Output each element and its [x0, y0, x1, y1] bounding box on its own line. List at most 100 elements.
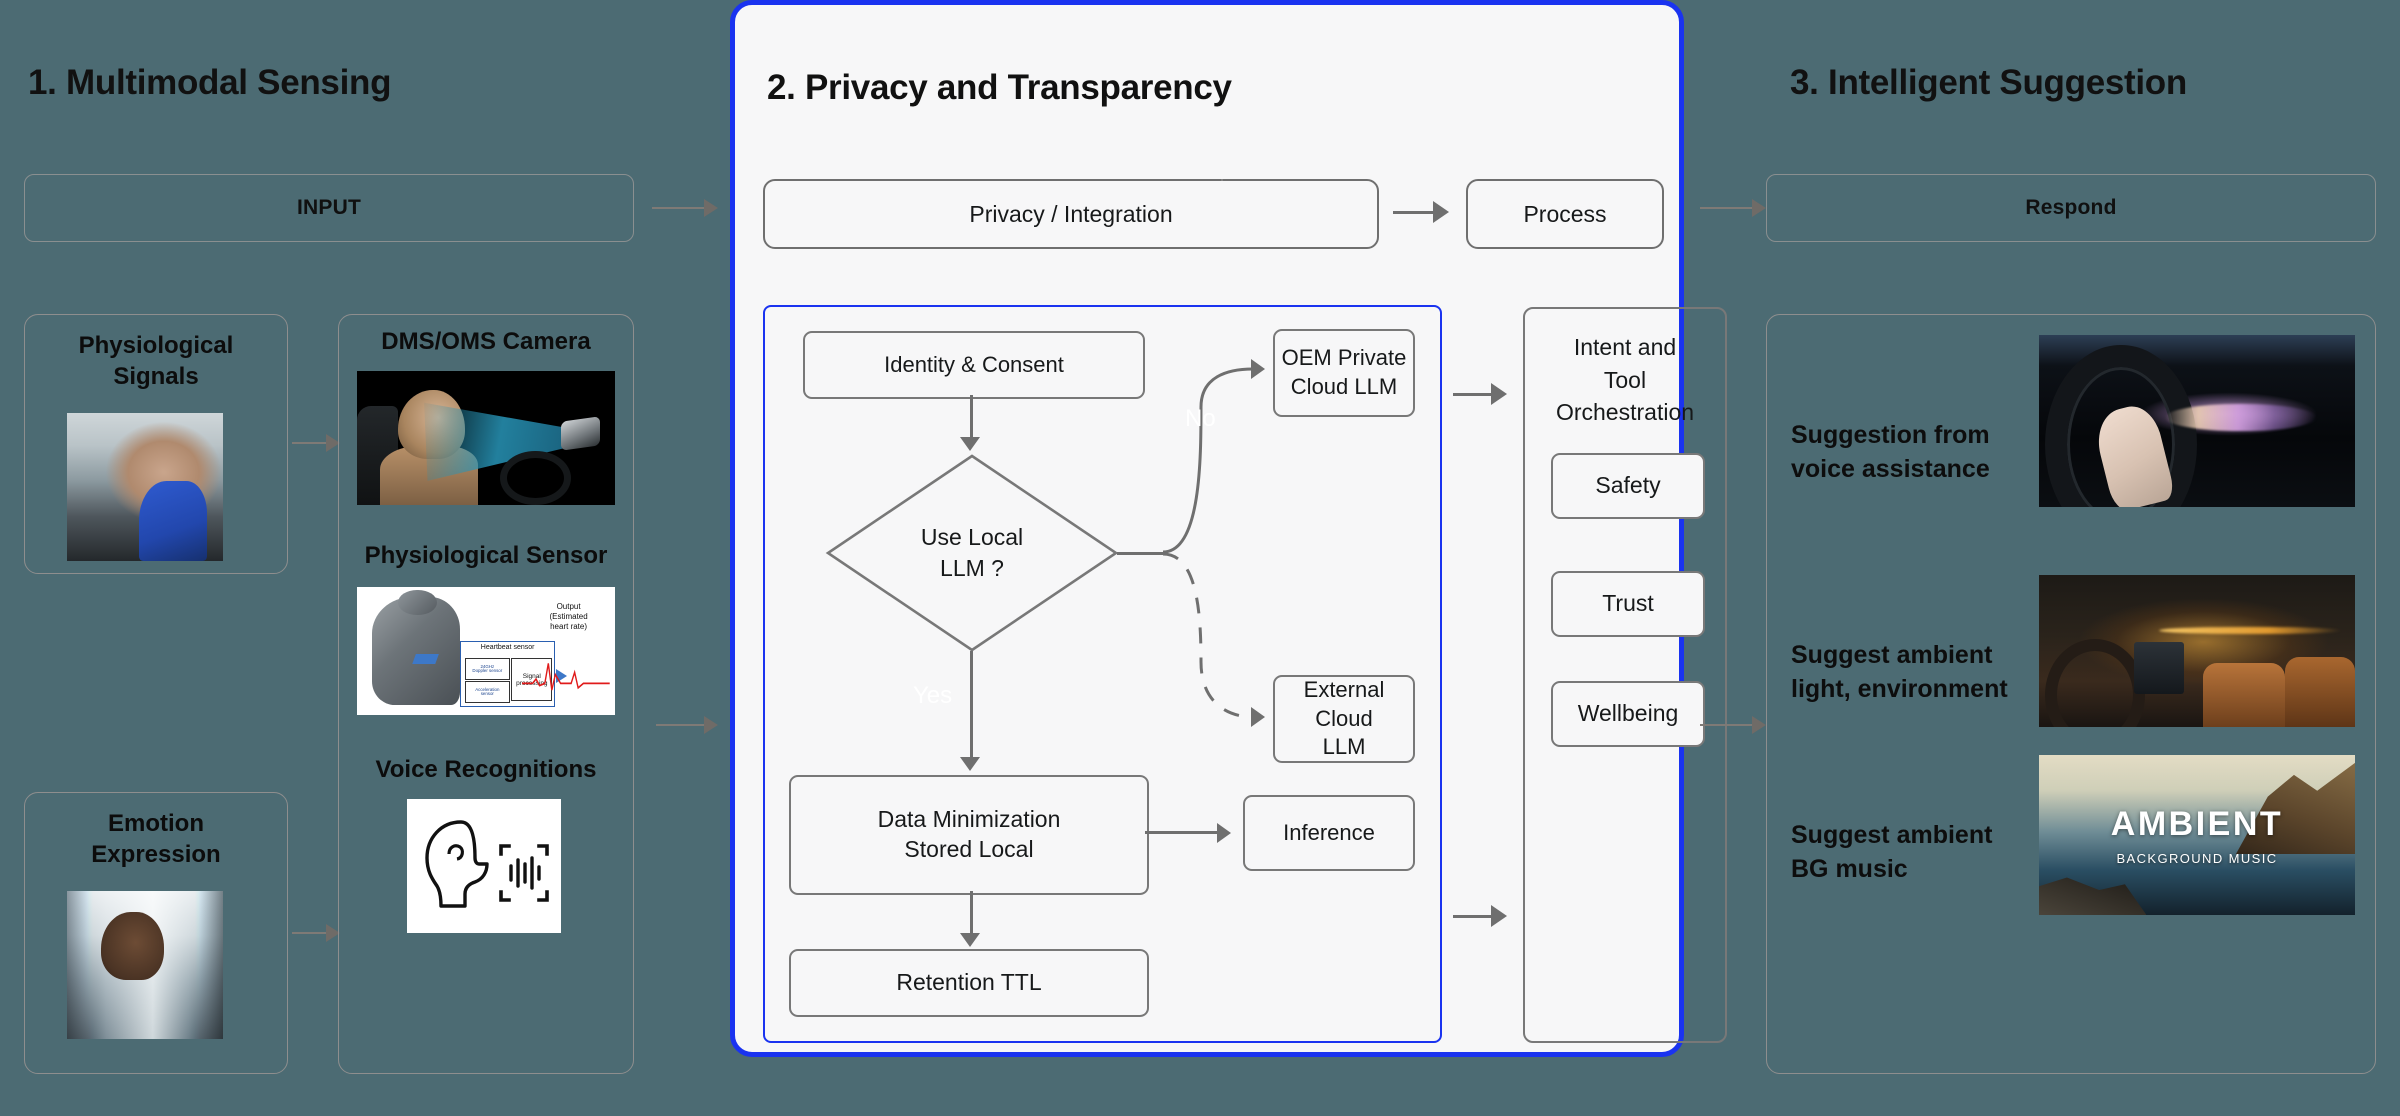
seat-headrest [398, 589, 437, 616]
arrow-privacy-to-process [1393, 201, 1449, 223]
dms-camera-module [560, 416, 600, 452]
arrow-datamin-to-retention-head [960, 933, 980, 947]
orchestration-title: Intent and Tool Orchestration [1555, 334, 1695, 426]
arrow-head [326, 924, 340, 942]
arrow-shaft [1453, 392, 1491, 396]
arrow-shaft [1700, 206, 1752, 210]
arrow-head [1752, 716, 1766, 734]
voice-recognition-icon [407, 799, 561, 933]
arrow-shaft [1453, 914, 1491, 918]
music-overlay-title: AMBIENT [2110, 804, 2284, 843]
branch-no-label: No [1185, 405, 1216, 432]
arrow-shaft [1700, 723, 1752, 727]
voice-assistant-hud-photo [2039, 335, 2355, 507]
branch-no-stub [1117, 552, 1163, 555]
heartbeat-sensor-label: Heartbeat sensor [480, 643, 535, 651]
steering-wheel-shape [2045, 638, 2146, 727]
arrow-head [1752, 199, 1766, 217]
panel-privacy-transparency: 2. Privacy and Transparency Privacy / In… [730, 0, 1727, 1057]
suggestion-text-voice-assistance: Suggestion from voice assistance [1791, 421, 1990, 483]
flow-box-oem-private-cloud-llm: OEM Private Cloud LLM [1273, 329, 1415, 417]
arrow-shaft [292, 441, 326, 445]
car-ambient-light-photo [2039, 575, 2355, 727]
process-label: Process [1523, 200, 1607, 227]
signal-output-arrow [555, 668, 567, 683]
arrow-datamin-to-inference-head [1217, 823, 1231, 843]
flow-box-inference: Inference [1243, 795, 1415, 871]
orchestration-item-wellbeing: Wellbeing [1551, 681, 1705, 747]
flow-box-external-cloud-llm: External Cloud LLM [1273, 675, 1415, 763]
input-band: INPUT [24, 174, 634, 242]
acceleration-sensor-box: Acceleration sensor [464, 681, 510, 704]
sensor-title-physiological-sensor: Physiological Sensor [364, 542, 608, 569]
arrow-head [1491, 905, 1507, 927]
flow-decision-use-local-llm: Use Local LLM ? [825, 453, 1119, 653]
section-title-intelligent-suggestion: 3. Intelligent Suggestion [1790, 63, 2187, 102]
spacer [1221, 179, 1223, 181]
arrow-flow-to-orchestration-top [1453, 383, 1507, 405]
orchestration-item-safety: Safety [1551, 453, 1705, 519]
card-title-emotion-expression: Emotion Expression [91, 810, 221, 868]
arrow-head [704, 716, 718, 734]
privacy-integration-label: Privacy / Integration [969, 200, 1173, 227]
seat-diagram: Heartbeat sensor 24GHz Doppler sensor Ac… [357, 587, 615, 715]
arrow-emotion-to-sensors [292, 918, 340, 948]
privacy-flow-container: Identity & Consent Use Local LLM ? No [763, 305, 1442, 1043]
driver-gesturing-photo [67, 413, 223, 561]
arrow-head [1433, 201, 1449, 223]
respond-band-label: Respond [2025, 196, 2117, 219]
arrow-physio-to-sensors [292, 428, 340, 458]
doppler-sensor-box: 24GHz Doppler sensor [464, 658, 510, 681]
flow-box-retention-ttl: Retention TTL [789, 949, 1149, 1017]
shoreline-shape [2039, 877, 2147, 915]
arrow-orchestration-to-suggestions [1700, 710, 1766, 740]
card-sensor-stack: DMS/OMS Camera Physiological Sensor Hear… [338, 314, 634, 1074]
branch-yes-shaft [970, 651, 973, 759]
privacy-integration-band: Privacy / Integration [763, 179, 1379, 249]
arrow-identity-to-decision-head [960, 437, 980, 451]
sensor-title-voice-recognitions: Voice Recognitions [375, 756, 597, 783]
flow-box-data-minimization: Data Minimization Stored Local [789, 775, 1149, 895]
arrow-head [326, 434, 340, 452]
respond-band: Respond [1766, 174, 2376, 242]
branch-no-curve [1162, 367, 1254, 554]
sensor-tab [411, 653, 439, 664]
tired-driver-photo [67, 891, 223, 1039]
card-title-physiological-signals: Physiological Signals [78, 332, 234, 390]
dms-steering-wheel [500, 450, 572, 505]
branch-yes-label: Yes [913, 682, 953, 709]
music-overlay-subtitle: BACKGROUND MUSIC [2116, 850, 2278, 866]
arrow-head [1491, 383, 1507, 405]
head-soundwave-icon [425, 820, 549, 908]
branch-external-arrowhead [1251, 707, 1265, 727]
arrow-sensors-to-privacy [656, 710, 718, 740]
front-seat-shape [2203, 663, 2286, 727]
section-title-multimodal-sensing: 1. Multimodal Sensing [28, 63, 392, 102]
card-physiological-signals: Physiological Signals [24, 314, 288, 574]
card-emotion-expression: Emotion Expression [24, 792, 288, 1074]
arrow-identity-to-decision-shaft [970, 395, 973, 439]
arrow-head [704, 199, 718, 217]
suggestion-text-bg-music: Suggest ambient BG music [1791, 821, 1993, 883]
arrow-datamin-to-retention-shaft [970, 891, 973, 935]
arrow-shaft [656, 723, 704, 727]
arrow-process-to-respond [1700, 193, 1766, 223]
dms-camera-photo [357, 371, 615, 505]
arrow-shaft [1393, 210, 1433, 214]
passenger-seat-shape [2285, 657, 2355, 727]
branch-yes-arrowhead [960, 757, 980, 771]
arrow-shaft [652, 206, 704, 210]
voice-icon-art [407, 799, 561, 933]
voice-waveform-shape [2165, 403, 2318, 432]
ambient-music-cover-photo: AMBIENT BACKGROUND MUSIC [2039, 755, 2355, 915]
sensor-title-dms-camera: DMS/OMS Camera [381, 328, 591, 355]
output-label: Output (Estimated heart rate) [549, 602, 588, 632]
orchestration-item-trust: Trust [1551, 571, 1705, 637]
suggestion-text-ambient-light: Suggest ambient light, environment [1791, 641, 2008, 703]
orchestration-panel: Intent and Tool Orchestration Safety Tru… [1523, 307, 1727, 1043]
branch-no-arrowhead [1251, 359, 1265, 379]
ambient-light-strip [2159, 626, 2343, 635]
ecg-waveform-icon [522, 662, 610, 690]
card-suggestions: Suggestion from voice assistance Suggest… [1766, 314, 2376, 1074]
